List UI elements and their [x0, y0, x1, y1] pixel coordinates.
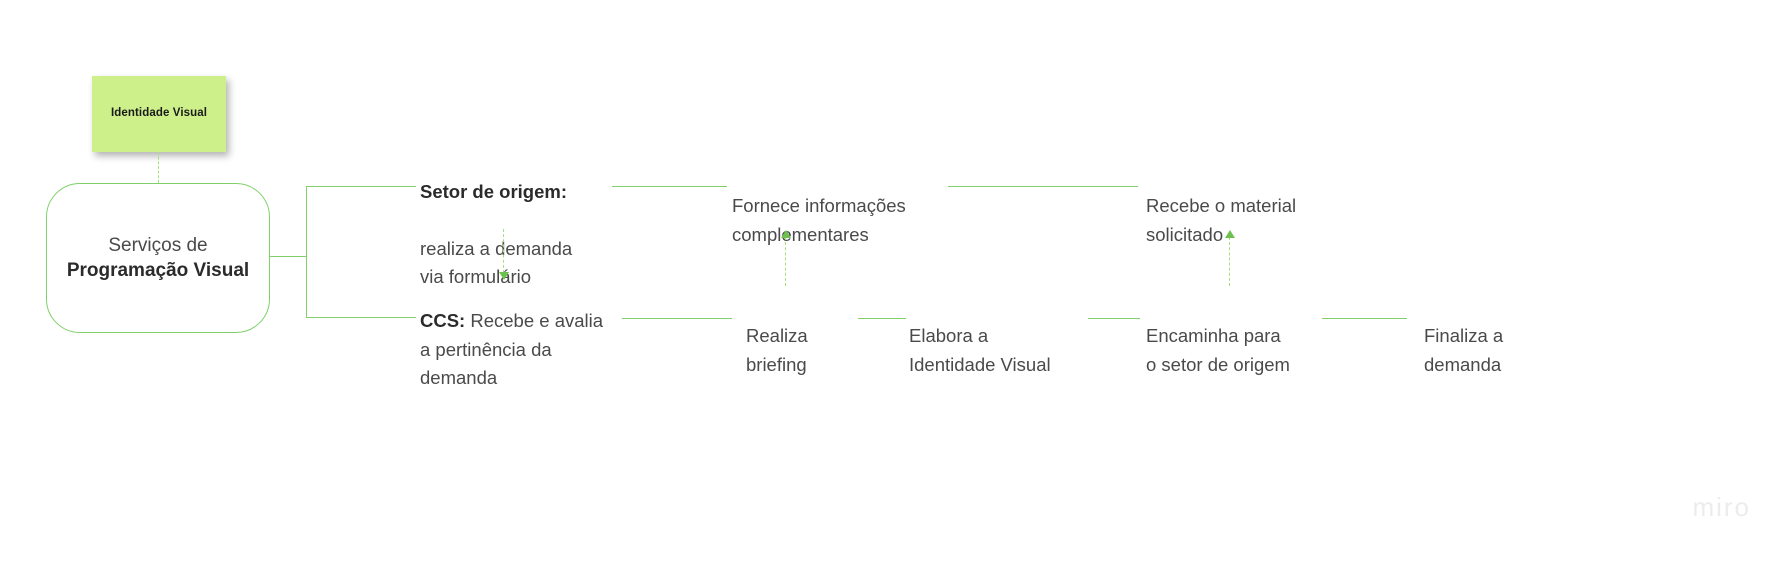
connector-branch-bottom-stub — [306, 317, 416, 318]
node-finaliza-demanda-body: Finaliza a demanda — [1424, 325, 1504, 375]
connector-root-stem — [270, 256, 306, 257]
arrow-down-setor-to-ccs — [499, 272, 509, 280]
node-recebe-material[interactable]: Recebe o material solicitado — [1146, 164, 1346, 249]
connector-briefing-to-fornece-dashed — [785, 237, 786, 286]
connector-fornece-to-recebe — [948, 186, 1138, 187]
node-setor-de-origem-body: realiza a demanda via formulário — [420, 237, 573, 288]
node-elabora-identidade-visual-body: Elabora a Identidade Visual — [909, 325, 1051, 375]
node-setor-de-origem[interactable]: Setor de origem: realiza a demanda via f… — [420, 150, 630, 291]
node-setor-de-origem-bold: Setor de origem: — [420, 181, 567, 203]
connector-sticky-to-root — [158, 152, 159, 183]
sticky-note-label: Identidade Visual — [110, 107, 208, 120]
node-recebe-material-body: Recebe o material solicitado — [1146, 195, 1297, 245]
node-fornece-informacoes-body: Fornece informações complementares — [732, 195, 906, 245]
node-encaminha-setor-origem-body: Encaminha para o setor de origem — [1146, 325, 1290, 375]
node-realiza-briefing[interactable]: Realiza briefing — [746, 294, 866, 379]
connector-setor-to-ccs-dashed — [503, 229, 504, 273]
connector-realiza-to-elabora — [858, 318, 906, 319]
connector-fork-spine — [306, 186, 307, 317]
node-ccs-bold: CCS: — [420, 310, 466, 332]
root-node-servicos-programacao-visual[interactable]: Serviços de Programação Visual — [46, 183, 270, 333]
connector-encaminha-to-recebe-dashed — [1229, 237, 1230, 286]
node-elabora-identidade-visual[interactable]: Elabora a Identidade Visual — [909, 294, 1089, 379]
connector-encaminha-to-finaliza — [1322, 318, 1407, 319]
root-node-line-1: Serviços de — [108, 234, 208, 256]
sticky-note-identidade-visual[interactable]: Identidade Visual — [92, 76, 226, 152]
connector-setor-to-fornece — [612, 186, 727, 187]
arrow-up-briefing-to-fornece — [781, 230, 791, 238]
connector-elabora-to-encaminha — [1088, 318, 1140, 319]
miro-watermark: miro — [1692, 492, 1751, 522]
root-node-line-2: Programação Visual — [66, 260, 250, 281]
node-realiza-briefing-body: Realiza briefing — [746, 325, 808, 375]
node-ccs-body: Recebe e avalia a pertinência da demanda — [420, 310, 604, 388]
connector-branch-top-stub — [306, 186, 416, 187]
node-encaminha-setor-origem[interactable]: Encaminha para o setor de origem — [1146, 294, 1326, 379]
connector-ccs-to-realiza — [622, 318, 732, 319]
node-finaliza-demanda[interactable]: Finaliza a demanda — [1424, 294, 1574, 379]
node-fornece-informacoes[interactable]: Fornece informações complementares — [732, 164, 942, 249]
arrow-up-encaminha-to-recebe — [1225, 230, 1235, 238]
node-ccs-recebe-avalia[interactable]: CCS: Recebe e avalia a pertinência da de… — [420, 279, 630, 392]
